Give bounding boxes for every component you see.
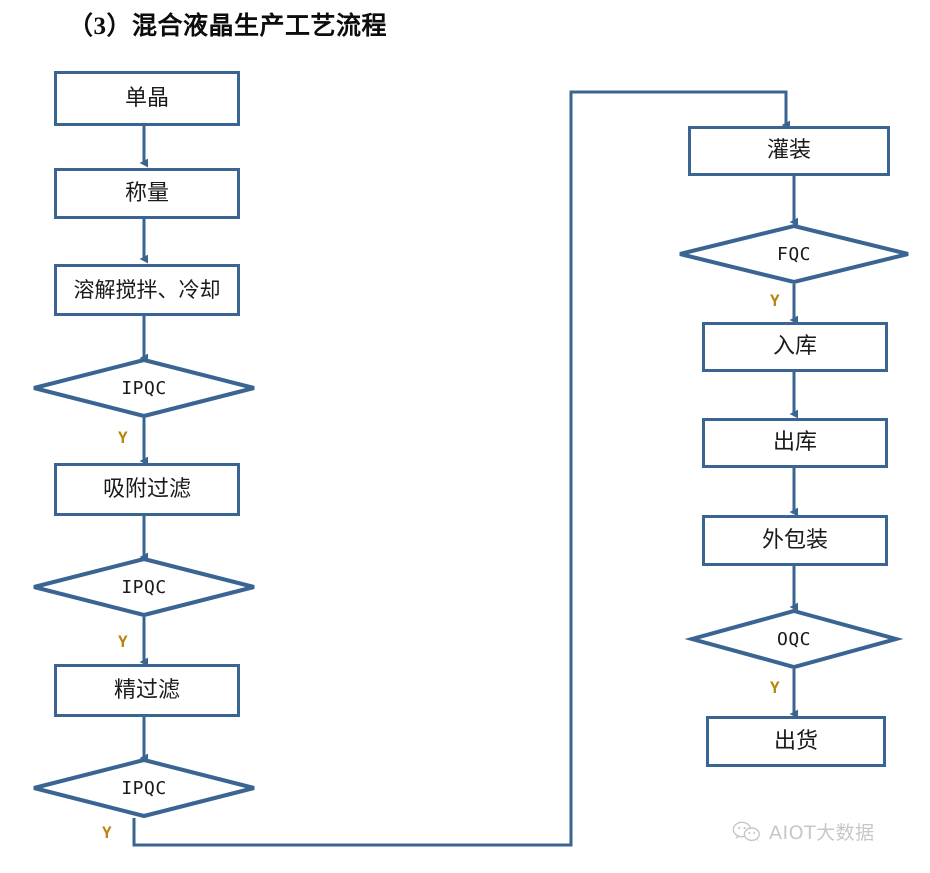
node-jing-guolv[interactable]: 精过滤 (54, 664, 240, 717)
watermark: AIOT大数据 (732, 818, 875, 845)
node-label: 灌装 (766, 138, 811, 163)
wechat-icon (732, 820, 762, 844)
node-label: IPQC (121, 576, 167, 598)
node-label: IPQC (121, 377, 167, 399)
node-chuhuo[interactable]: 出货 (706, 716, 886, 767)
diamond-shape (33, 556, 255, 618)
node-label: OQC (776, 628, 811, 650)
node-waibaozhuang[interactable]: 外包装 (702, 515, 888, 566)
node-danjing[interactable]: 单晶 (54, 71, 240, 126)
diamond-shape (679, 223, 909, 285)
node-label: IPQC (121, 777, 167, 799)
branch-label-ipqc2-yes: Y (118, 632, 128, 651)
node-chengliang[interactable]: 称量 (54, 168, 240, 219)
node-guanzhuang[interactable]: 灌装 (688, 126, 890, 176)
node-label: FQC (776, 243, 811, 265)
node-label: 溶解搅拌、冷却 (73, 277, 221, 302)
branch-label-ipqc1-yes: Y (118, 428, 128, 447)
node-label: 吸附过滤 (102, 476, 191, 502)
watermark-text: AIOT大数据 (769, 822, 875, 844)
node-label: 入库 (772, 334, 817, 359)
node-label: 出货 (773, 728, 818, 754)
node-label: 精过滤 (113, 677, 180, 703)
node-label: 称量 (124, 180, 169, 206)
node-oqc[interactable]: OQC (684, 608, 904, 670)
branch-label-ipqc3-yes: Y (102, 823, 112, 842)
diamond-shape (33, 757, 255, 819)
diamond-shape (684, 608, 904, 670)
node-ruku[interactable]: 入库 (702, 322, 888, 372)
diamond-shape (33, 357, 255, 419)
node-label: 外包装 (761, 527, 828, 553)
node-ipqc-2[interactable]: IPQC (32, 556, 256, 618)
branch-label-fqc-yes: Y (770, 291, 780, 310)
node-rongjie-jiaoban-lengque[interactable]: 溶解搅拌、冷却 (54, 264, 240, 316)
node-label: 出库 (772, 430, 817, 455)
wechat-icon-glyph (732, 821, 760, 842)
node-ipqc-1[interactable]: IPQC (32, 357, 256, 419)
node-label: 单晶 (124, 85, 169, 111)
node-fqc[interactable]: FQC (678, 223, 910, 285)
branch-label-oqc-yes: Y (770, 678, 780, 697)
node-xifu-guolv[interactable]: 吸附过滤 (54, 463, 240, 516)
page-title: （3）混合液晶生产工艺流程 (68, 13, 388, 40)
node-ipqc-3[interactable]: IPQC (32, 757, 256, 819)
node-chuku[interactable]: 出库 (702, 418, 888, 468)
